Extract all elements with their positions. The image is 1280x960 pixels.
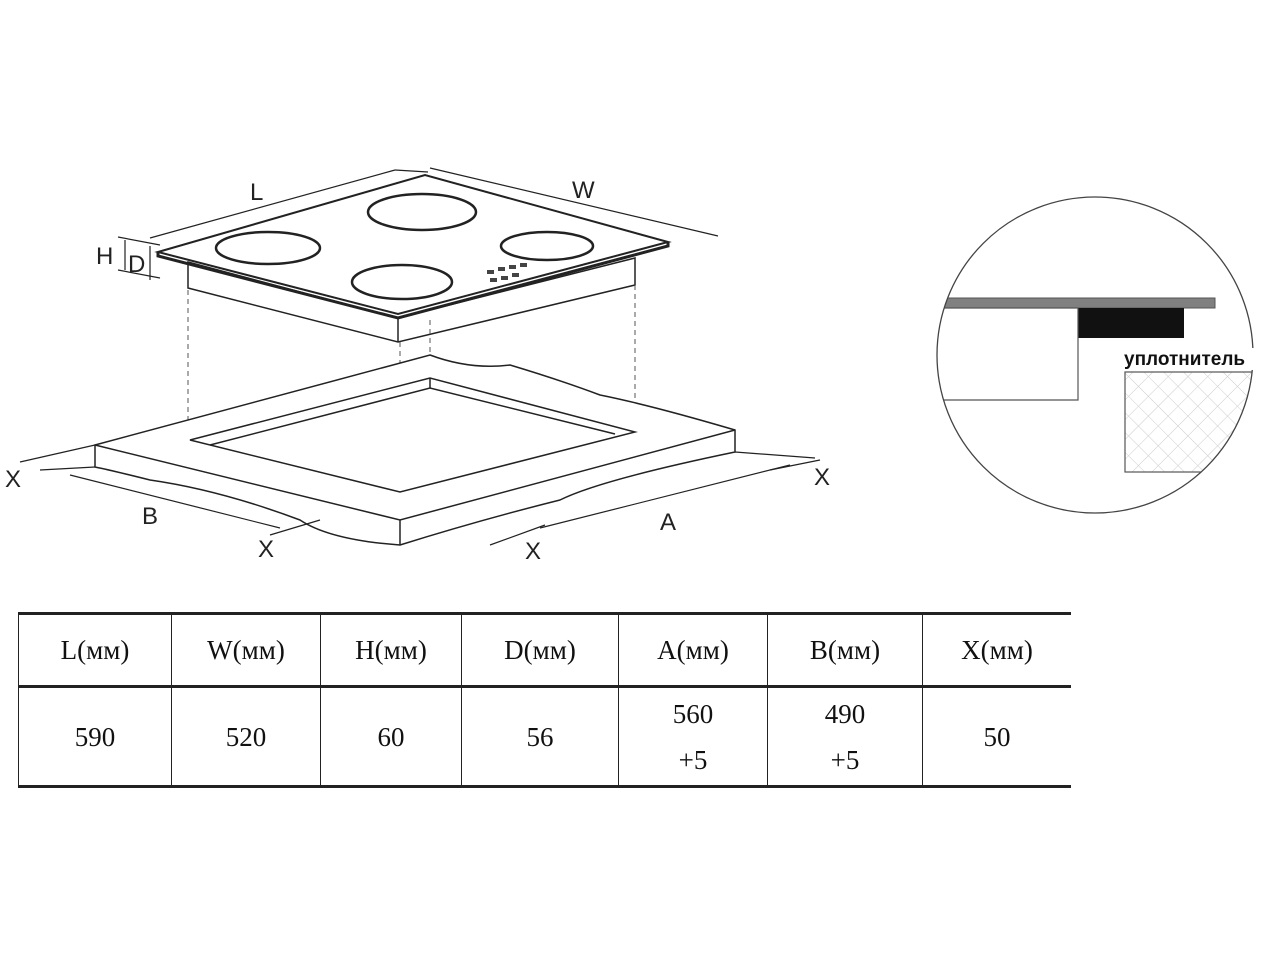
header-L: L(мм): [18, 613, 172, 687]
table-header-row: L(мм) W(мм) H(мм) D(мм) A(мм) B(мм) X(мм…: [18, 613, 1071, 687]
cell-value: 590: [74, 721, 116, 752]
cell-B: 490+5: [767, 686, 923, 787]
seal-detail: уплотнитель: [936, 196, 1280, 514]
cutout: [189, 377, 638, 493]
dim-label-X-left: X: [5, 466, 21, 493]
dimensions-table: L(мм) W(мм) H(мм) D(мм) A(мм) B(мм) X(мм…: [18, 612, 1071, 788]
dim-label-L: L: [250, 179, 263, 206]
cell-D: 56: [461, 686, 619, 787]
cell-value: 60: [377, 721, 405, 752]
countertop: [94, 354, 736, 546]
table-row: 590 520 60 56 560+5 490+5 50: [18, 686, 1071, 787]
header-X: X(мм): [922, 613, 1071, 687]
dim-label-D: D: [128, 251, 145, 278]
cell-A: 560+5: [618, 686, 768, 787]
burner-left: [214, 230, 322, 266]
hob-installation-diagram: L W H D X B X X A X уплотнитель: [5, 167, 1280, 565]
control-buttons: [487, 263, 527, 282]
dim-label-X-right: X: [814, 464, 830, 491]
cell-value: 560: [672, 698, 714, 729]
cell-value: 520: [225, 721, 267, 752]
dim-label-B: B: [142, 503, 158, 530]
cell-value: 490: [824, 698, 866, 729]
dim-label-X-front-right: X: [525, 538, 541, 565]
dimension-lines: [19, 167, 821, 546]
burner-front: [350, 263, 454, 301]
cell-H: 60: [320, 686, 462, 787]
header-H: H(мм): [320, 613, 462, 687]
cell-tolerance: +5: [678, 744, 708, 775]
seal-label: уплотнитель: [1124, 349, 1245, 370]
cell-tolerance: +5: [830, 744, 860, 775]
header-W: W(мм): [171, 613, 321, 687]
cell-L: 590: [18, 686, 172, 787]
header-D: D(мм): [461, 613, 619, 687]
dim-label-W: W: [572, 177, 595, 204]
cell-value: 50: [983, 721, 1011, 752]
cell-W: 520: [171, 686, 321, 787]
burner-back: [366, 192, 478, 232]
dim-label-A: A: [660, 509, 676, 536]
dim-label-X-front-left: X: [258, 536, 274, 563]
header-A: A(мм): [618, 613, 768, 687]
dim-label-H: H: [96, 243, 113, 270]
cell-X: 50: [922, 686, 1071, 787]
burner-right: [499, 230, 595, 262]
header-B: B(мм): [767, 613, 923, 687]
cell-value: 56: [526, 721, 554, 752]
hob: [154, 173, 672, 343]
